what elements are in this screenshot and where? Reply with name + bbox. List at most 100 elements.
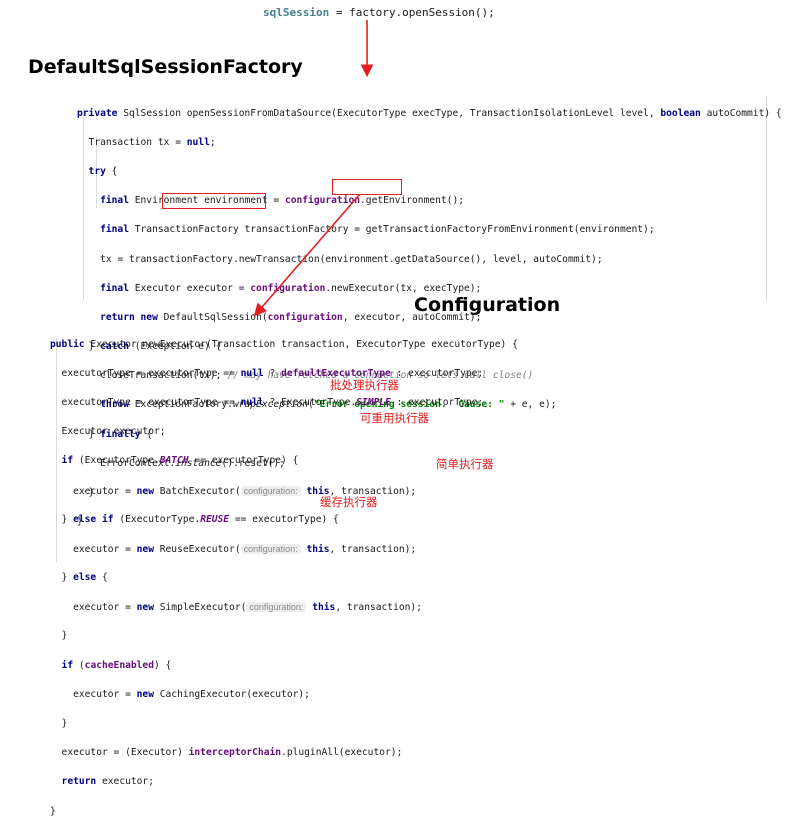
code-text: executor = bbox=[50, 688, 137, 700]
code-text: (ExecutorType. bbox=[113, 513, 201, 525]
code-field: configuration bbox=[250, 282, 326, 294]
code-keyword: if bbox=[50, 455, 74, 467]
code-text: } bbox=[77, 487, 95, 499]
code-text: TransactionFactory transactionFactory = … bbox=[128, 224, 655, 236]
code-line: } else if (ExecutorType.REUSE == executo… bbox=[50, 513, 518, 528]
code-field: interceptorChain bbox=[188, 747, 282, 759]
code-line: final Environment environment = configur… bbox=[77, 194, 782, 209]
arrow-newexecutor-to-configuration bbox=[253, 193, 361, 317]
code-text: : executorType; bbox=[390, 396, 484, 408]
code-text: == executorType) { bbox=[188, 455, 299, 467]
code-keyword: final bbox=[77, 282, 129, 294]
editor-margin-line bbox=[766, 96, 767, 300]
code-text: ) { bbox=[153, 659, 172, 671]
code-line: if (ExecutorType.BATCH == executorType) … bbox=[50, 454, 518, 469]
code-text: executor = bbox=[50, 602, 137, 614]
top-code-line: sqlSession = factory.openSession(); bbox=[263, 6, 495, 19]
code-line: executor = new CachingExecutor(executor)… bbox=[50, 688, 518, 703]
parameter-hint: configuration: bbox=[240, 543, 301, 554]
code-text: } bbox=[77, 428, 101, 440]
code-text: BatchExecutor( bbox=[153, 485, 241, 497]
code-keyword: throw bbox=[77, 399, 129, 411]
code-field: defaultExecutorType bbox=[281, 367, 391, 379]
code-text: executorType = executorType == bbox=[50, 367, 241, 379]
code-keyword: else if bbox=[73, 513, 114, 525]
arrows-layer bbox=[253, 20, 374, 317]
code-keyword: if bbox=[50, 659, 74, 671]
code-keyword: this bbox=[312, 602, 336, 614]
code-text: == executorType) { bbox=[229, 513, 339, 525]
code-line: Transaction tx = null; bbox=[77, 136, 782, 151]
code-text: Executor executor; bbox=[50, 426, 166, 438]
code-text: .newExecutor(tx, execType); bbox=[325, 282, 482, 294]
parameter-hint: configuration: bbox=[246, 602, 307, 613]
code-line: } finally { bbox=[77, 428, 782, 443]
code-text: ( bbox=[308, 399, 314, 411]
code-text: ( bbox=[73, 659, 85, 671]
code-text: ? bbox=[263, 367, 282, 379]
indent-guide bbox=[83, 108, 84, 300]
code-text: SqlSession openSessionFromDataSource(Exe… bbox=[117, 107, 661, 119]
code-text: closeTransaction(tx); bbox=[77, 370, 228, 382]
code-text: CachingExecutor(executor); bbox=[153, 688, 310, 700]
code-keyword: finally bbox=[100, 428, 141, 440]
code-text: } bbox=[50, 513, 74, 525]
code-line: } bbox=[50, 629, 518, 644]
code-text: } bbox=[50, 805, 56, 817]
code-text: SimpleExecutor( bbox=[153, 602, 247, 614]
top-code-rest: = factory.openSession(); bbox=[329, 6, 495, 19]
code-text: .pluginAll(executor); bbox=[281, 747, 403, 759]
highlight-new-executor bbox=[332, 179, 402, 195]
code-text: : executorType; bbox=[390, 367, 484, 379]
code-field: configuration bbox=[284, 195, 361, 207]
heading-default-sql-session-factory: DefaultSqlSessionFactory bbox=[28, 56, 303, 78]
factory-code-block: private SqlSession openSessionFromDataSo… bbox=[77, 92, 782, 544]
code-line: return executor; bbox=[50, 775, 518, 790]
annotation-reuse-executor: 可重用执行器 bbox=[360, 411, 429, 425]
code-keyword: private bbox=[77, 107, 118, 119]
code-keyword: final bbox=[77, 195, 129, 207]
code-text: autoCommit) { bbox=[700, 107, 782, 119]
code-text: DefaultSqlSession( bbox=[157, 311, 268, 323]
code-text: } bbox=[77, 516, 83, 528]
code-text: Transaction tx = bbox=[77, 136, 187, 148]
code-static-field: SIMPLE bbox=[356, 396, 391, 408]
code-keyword: new bbox=[136, 543, 154, 555]
code-text: executor = (Executor) bbox=[50, 747, 189, 759]
code-line: throw ExceptionFactory.wrapException("Er… bbox=[77, 398, 782, 413]
code-keyword: this bbox=[306, 543, 330, 555]
code-field: cacheEnabled bbox=[84, 659, 154, 671]
code-line: ErrorContext.instance().reset(); bbox=[77, 457, 782, 472]
code-text: ExceptionFactory. bbox=[128, 399, 233, 411]
code-line: private SqlSession openSessionFromDataSo… bbox=[77, 107, 782, 122]
code-keyword: null bbox=[240, 396, 264, 408]
code-line: executor = new ReuseExecutor(configurati… bbox=[50, 542, 518, 557]
code-text: ErrorContext. bbox=[77, 457, 176, 469]
code-text: ReuseExecutor( bbox=[153, 543, 241, 555]
code-text: , executor, autoCommit); bbox=[342, 311, 482, 323]
code-text: Environment environment = bbox=[128, 195, 285, 207]
code-keyword: boolean bbox=[660, 107, 701, 119]
highlight-default-sql-session bbox=[162, 193, 266, 209]
code-keyword: new bbox=[136, 688, 154, 700]
code-text: ? ExecutorType. bbox=[263, 396, 357, 408]
sqlsession-variable: sqlSession bbox=[263, 6, 330, 19]
code-text: executor; bbox=[96, 776, 154, 788]
code-field: configuration bbox=[267, 311, 343, 323]
code-keyword: return bbox=[50, 776, 97, 788]
code-line: } bbox=[50, 805, 518, 820]
code-text: executor = bbox=[50, 485, 137, 497]
code-line: try { bbox=[77, 165, 782, 180]
code-text: , transaction); bbox=[329, 485, 417, 497]
code-text: (ExecutorType. bbox=[73, 455, 160, 467]
code-static-method: wrapException bbox=[232, 399, 309, 411]
code-static-field: REUSE bbox=[200, 513, 230, 525]
code-text: executorType = executorType == bbox=[50, 396, 241, 408]
code-line: final TransactionFactory transactionFact… bbox=[77, 223, 782, 238]
code-line: } bbox=[77, 486, 782, 501]
indent-guide bbox=[56, 338, 57, 563]
code-line: } bbox=[77, 515, 782, 530]
code-static-method: instance bbox=[175, 457, 222, 469]
code-line: closeTransaction(tx); // may have fetche… bbox=[77, 369, 782, 384]
code-line: return new DefaultSqlSession(configurati… bbox=[77, 311, 782, 326]
